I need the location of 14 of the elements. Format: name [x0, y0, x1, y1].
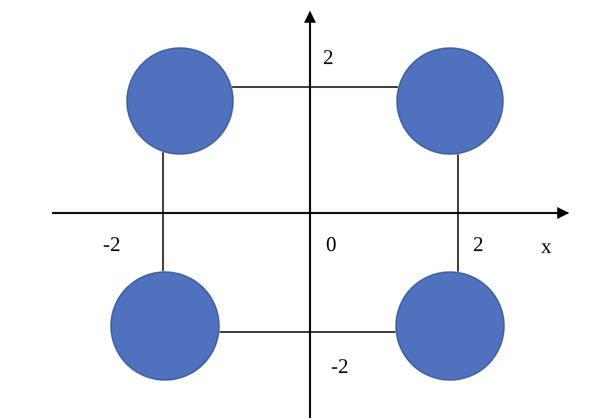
- circle-node: [110, 271, 220, 381]
- circle-node: [126, 47, 234, 155]
- connector-line: [457, 154, 459, 272]
- circle-node: [395, 271, 505, 381]
- connector-line: [220, 331, 396, 333]
- connector-line: [232, 86, 398, 88]
- connector-line: [162, 152, 164, 272]
- axis-tick-label: -2: [331, 355, 348, 377]
- circle-node: [396, 47, 504, 155]
- axis-tick-label: 2: [473, 233, 484, 255]
- axis-tick-label: -2: [103, 233, 120, 255]
- axis-label: x: [541, 235, 552, 257]
- axis-tick-label: 0: [326, 233, 336, 255]
- axis-tick-label: 2: [323, 46, 334, 68]
